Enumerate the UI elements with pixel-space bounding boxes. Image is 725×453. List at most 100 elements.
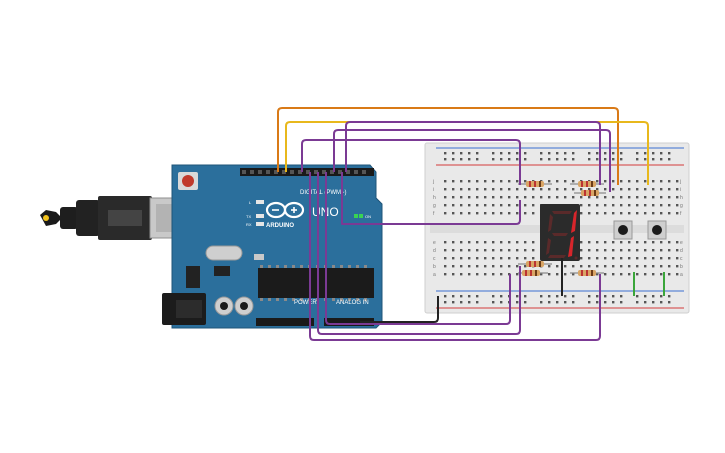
- breadboard-hole: [468, 295, 471, 298]
- breadboard-hole: [620, 257, 623, 260]
- breadboard-hole: [612, 301, 615, 304]
- breadboard-hole: [556, 273, 559, 276]
- breadboard-hole: [644, 180, 647, 183]
- breadboard-hole: [460, 188, 463, 191]
- breadboard-hole: [540, 301, 543, 304]
- breadboard-hole: [668, 273, 671, 276]
- breadboard-hole: [444, 301, 447, 304]
- breadboard-hole: [548, 188, 551, 191]
- resistor: [518, 181, 552, 187]
- breadboard-hole: [604, 152, 607, 155]
- breadboard-hole: [572, 295, 575, 298]
- breadboard-hole: [604, 295, 607, 298]
- breadboard-hole: [620, 204, 623, 207]
- breadboard-hole: [516, 152, 519, 155]
- breadboard-hole: [660, 212, 663, 215]
- breadboard-hole: [460, 273, 463, 276]
- breadboard-hole: [476, 295, 479, 298]
- pushbutton[interactable]: [613, 220, 633, 240]
- breadboard-hole: [460, 265, 463, 268]
- breadboard-hole: [676, 188, 679, 191]
- breadboard-hole: [612, 295, 615, 298]
- breadboard-hole: [548, 158, 551, 161]
- breadboard-hole: [444, 249, 447, 252]
- breadboard-hole: [444, 241, 447, 244]
- breadboard-hole: [660, 295, 663, 298]
- pushbutton[interactable]: [647, 220, 667, 240]
- breadboard-hole: [556, 188, 559, 191]
- breadboard-hole: [612, 180, 615, 183]
- breadboard-hole: [460, 295, 463, 298]
- breadboard-hole: [676, 204, 679, 207]
- breadboard-hole: [556, 152, 559, 155]
- breadboard-hole: [468, 204, 471, 207]
- breadboard-hole: [452, 241, 455, 244]
- breadboard-hole: [564, 295, 567, 298]
- breadboard-hole: [652, 249, 655, 252]
- breadboard-hole: [660, 273, 663, 276]
- breadboard-hole: [668, 212, 671, 215]
- breadboard-hole: [660, 241, 663, 244]
- breadboard-hole: [612, 158, 615, 161]
- breadboard-hole: [556, 158, 559, 161]
- breadboard-hole: [484, 257, 487, 260]
- breadboard-hole: [636, 196, 639, 199]
- breadboard-hole: [476, 188, 479, 191]
- breadboard-hole: [652, 152, 655, 155]
- breadboard-hole: [580, 241, 583, 244]
- breadboard-hole: [444, 273, 447, 276]
- breadboard-hole: [452, 301, 455, 304]
- breadboard-hole: [636, 241, 639, 244]
- breadboard-hole: [452, 295, 455, 298]
- breadboard-hole: [540, 188, 543, 191]
- resistor: [518, 270, 548, 276]
- breadboard-hole: [612, 204, 615, 207]
- breadboard-hole: [564, 265, 567, 268]
- breadboard-hole: [636, 249, 639, 252]
- breadboard-hole: [668, 188, 671, 191]
- breadboard-hole: [620, 158, 623, 161]
- breadboard-hole: [500, 158, 503, 161]
- breadboard-hole: [524, 188, 527, 191]
- breadboard-hole: [676, 196, 679, 199]
- breadboard-hole: [564, 180, 567, 183]
- breadboard-hole: [652, 204, 655, 207]
- breadboard-hole: [532, 212, 535, 215]
- breadboard-hole: [620, 196, 623, 199]
- breadboard-hole: [516, 241, 519, 244]
- breadboard-hole: [548, 301, 551, 304]
- resistor: [574, 190, 606, 196]
- breadboard-hole: [460, 301, 463, 304]
- breadboard-hole: [556, 295, 559, 298]
- breadboard-hole: [508, 158, 511, 161]
- breadboard-hole: [492, 241, 495, 244]
- breadboard-hole: [588, 257, 591, 260]
- breadboard-hole: [660, 188, 663, 191]
- brand-label: ARDUINO: [266, 223, 294, 229]
- breadboard-hole: [516, 301, 519, 304]
- breadboard-hole: [444, 152, 447, 155]
- breadboard-hole: [596, 273, 599, 276]
- breadboard-hole: [612, 265, 615, 268]
- breadboard-hole: [492, 301, 495, 304]
- breadboard-hole: [612, 196, 615, 199]
- breadboard-row-label: a: [433, 272, 436, 278]
- arduino-logo-icon: [265, 201, 305, 219]
- breadboard-hole: [444, 158, 447, 161]
- breadboard-row-label: f: [680, 211, 682, 217]
- breadboard-row-label: h: [680, 195, 683, 201]
- breadboard-hole: [484, 188, 487, 191]
- breadboard-hole: [620, 249, 623, 252]
- breadboard-hole: [580, 196, 583, 199]
- breadboard-hole: [452, 196, 455, 199]
- breadboard-hole: [532, 257, 535, 260]
- breadboard-hole: [636, 273, 639, 276]
- breadboard-hole: [548, 152, 551, 155]
- breadboard-hole: [508, 204, 511, 207]
- breadboard-hole: [596, 158, 599, 161]
- breadboard-hole: [484, 249, 487, 252]
- breadboard-hole: [652, 212, 655, 215]
- wire-purple: [301, 139, 521, 185]
- breadboard-hole: [460, 241, 463, 244]
- breadboard-hole: [492, 180, 495, 183]
